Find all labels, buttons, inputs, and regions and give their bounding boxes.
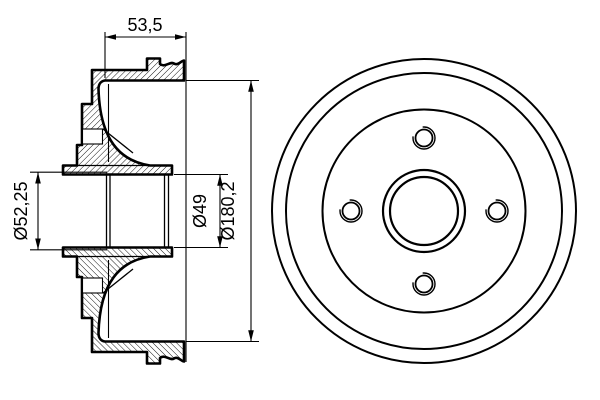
arrowhead-bottom (248, 330, 254, 342)
dimension-bore-label: Ø49 (190, 194, 210, 228)
bolt-hole-thread-arc (412, 126, 436, 150)
dimension-seal-diameter: Ø52,25 (11, 171, 107, 251)
bolt-hole-right (485, 199, 509, 223)
dimension-bore-diameter: Ø49 (174, 173, 228, 249)
bolt-hole-circle (487, 201, 507, 221)
hub-bore-circle (388, 175, 460, 247)
bolt-hole-circle (414, 128, 434, 148)
drum-outer-circle (285, 72, 563, 350)
arrowhead-right (175, 34, 186, 40)
drum-outer-lip-circle (271, 58, 577, 364)
bolt-hole-circle (414, 274, 434, 294)
arrowhead-top (217, 174, 223, 186)
bolt-hole-thread-arc (485, 199, 509, 223)
flange-bolt-hole-section (81, 128, 104, 145)
front-view (271, 58, 577, 364)
section-upper-half (61, 57, 186, 176)
arrowhead-bottom (35, 238, 41, 250)
bolt-hole-thread-arc (339, 199, 363, 223)
dimension-depth: 53,5 (104, 15, 186, 78)
arrowhead-top (35, 172, 41, 184)
section-details-upper (77, 84, 150, 167)
bolt-hole-bottom (412, 272, 436, 296)
dimension-depth-label: 53,5 (127, 15, 162, 35)
dimension-drum-diameter: Ø180,2 (186, 79, 259, 343)
section-view: 53,5 Ø52,25 Ø49 Ø180,2 (11, 15, 259, 365)
dimension-drum-label: Ø180,2 (218, 181, 238, 240)
hub-outer-circle (381, 168, 467, 254)
arrowhead-left (105, 34, 116, 40)
arrowhead-bottom (217, 236, 223, 248)
bolt-hole-left (339, 199, 363, 223)
section-lower-half (61, 246, 186, 365)
dimension-seal-label: Ø52,25 (11, 181, 31, 240)
arrowhead-top (248, 80, 254, 92)
bolt-hole-circle (341, 201, 361, 221)
drum-shoulder-circle (321, 108, 527, 314)
bolt-hole-top (412, 126, 436, 150)
bolt-hole-thread-arc (412, 272, 436, 296)
